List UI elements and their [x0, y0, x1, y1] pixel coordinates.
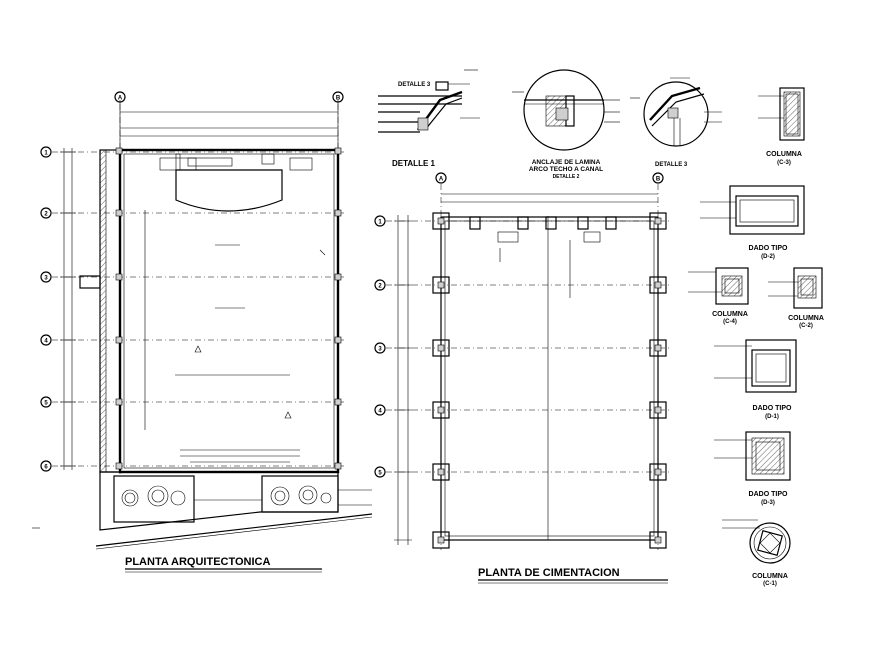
axis-bubble-4-found: 4 — [374, 404, 386, 416]
axis-bubble-5-arch: 5 — [40, 396, 52, 408]
section-columna-c3 — [758, 87, 805, 141]
label-code-c2: (C-2) — [799, 323, 813, 329]
foundation-plan: A B 1 2 3 4 5 — [374, 172, 672, 550]
svg-text:B: B — [336, 96, 341, 102]
label-code-d3: (D-3) — [761, 500, 775, 506]
label-code-c3: (C-3) — [777, 160, 791, 166]
axis-bubble-1-found: 1 — [374, 215, 386, 227]
label-code-d2: (D-2) — [761, 254, 775, 260]
svg-text:1: 1 — [44, 151, 48, 157]
svg-text:4: 4 — [378, 409, 382, 415]
label-detalle-3-top: DETALLE 3 — [398, 82, 431, 88]
detail-2-drawing — [512, 69, 620, 151]
svg-text:A: A — [439, 177, 444, 183]
label-dado-d3: DADO TIPO — [749, 491, 788, 498]
detail-3-drawing — [630, 77, 722, 147]
label-columna-c2: COLUMNA — [788, 315, 824, 322]
svg-text:3: 3 — [378, 347, 382, 353]
title-planta-arquitectonica: PLANTA ARQUITECTONICA — [125, 556, 270, 568]
label-detalle-1: DETALLE 1 — [392, 159, 436, 168]
label-detalle-3: DETALLE 3 — [655, 162, 688, 168]
axis-bubble-a-found: A — [435, 172, 447, 184]
svg-text:2: 2 — [44, 212, 48, 218]
label-code-d1: (D-1) — [765, 414, 779, 420]
svg-text:5: 5 — [378, 471, 382, 477]
section-dado-d1 — [714, 339, 797, 393]
title-planta-cimentacion: PLANTA DE CIMENTACION — [478, 567, 620, 579]
axis-bubble-3-found: 3 — [374, 342, 386, 354]
svg-text:2: 2 — [378, 284, 382, 290]
axis-bubble-2-found: 2 — [374, 279, 386, 291]
axis-bubble-a-arch: A — [114, 91, 126, 103]
axis-bubble-5-found: 5 — [374, 466, 386, 478]
svg-text:4: 4 — [44, 339, 48, 345]
svg-text:1: 1 — [378, 220, 382, 226]
axis-bubble-1-arch: 1 — [40, 146, 52, 158]
axis-bubble-6-arch: 6 — [40, 460, 52, 472]
label-code-c4: (C-4) — [723, 319, 737, 325]
label-dado-d1: DADO TIPO — [753, 405, 792, 412]
svg-text:B: B — [656, 177, 661, 183]
section-columna-c1 — [722, 519, 791, 564]
svg-text:6: 6 — [44, 465, 48, 471]
axis-bubble-b-found: B — [652, 172, 664, 184]
label-columna-c4: COLUMNA — [712, 311, 748, 318]
footings — [432, 212, 667, 549]
section-columna-c2 — [768, 267, 823, 309]
svg-text:3: 3 — [44, 276, 48, 282]
label-columna-c3: COLUMNA — [766, 151, 802, 158]
architectural-plan: A B 1 2 3 4 5 6 — [40, 91, 373, 550]
label-dado-d2: DADO TIPO — [749, 245, 788, 252]
detail-1-drawing — [378, 69, 480, 133]
label-anclaje-2: ARCO TECHO A CANAL — [529, 166, 603, 173]
section-dado-d2 — [700, 185, 805, 235]
axis-bubble-b-arch: B — [332, 91, 344, 103]
section-dado-d3 — [714, 431, 791, 481]
label-anclaje-3: DETALLE 2 — [553, 174, 580, 180]
svg-text:5: 5 — [44, 401, 48, 407]
axis-bubble-3-arch: 3 — [40, 271, 52, 283]
label-code-c1: (C-1) — [763, 581, 777, 587]
svg-text:A: A — [118, 96, 123, 102]
axis-bubble-4-arch: 4 — [40, 334, 52, 346]
label-anclaje-1: ANCLAJE DE LAMINA — [532, 159, 601, 166]
axis-bubble-2-arch: 2 — [40, 207, 52, 219]
label-columna-c1: COLUMNA — [752, 573, 788, 580]
section-columna-c4 — [688, 267, 749, 305]
